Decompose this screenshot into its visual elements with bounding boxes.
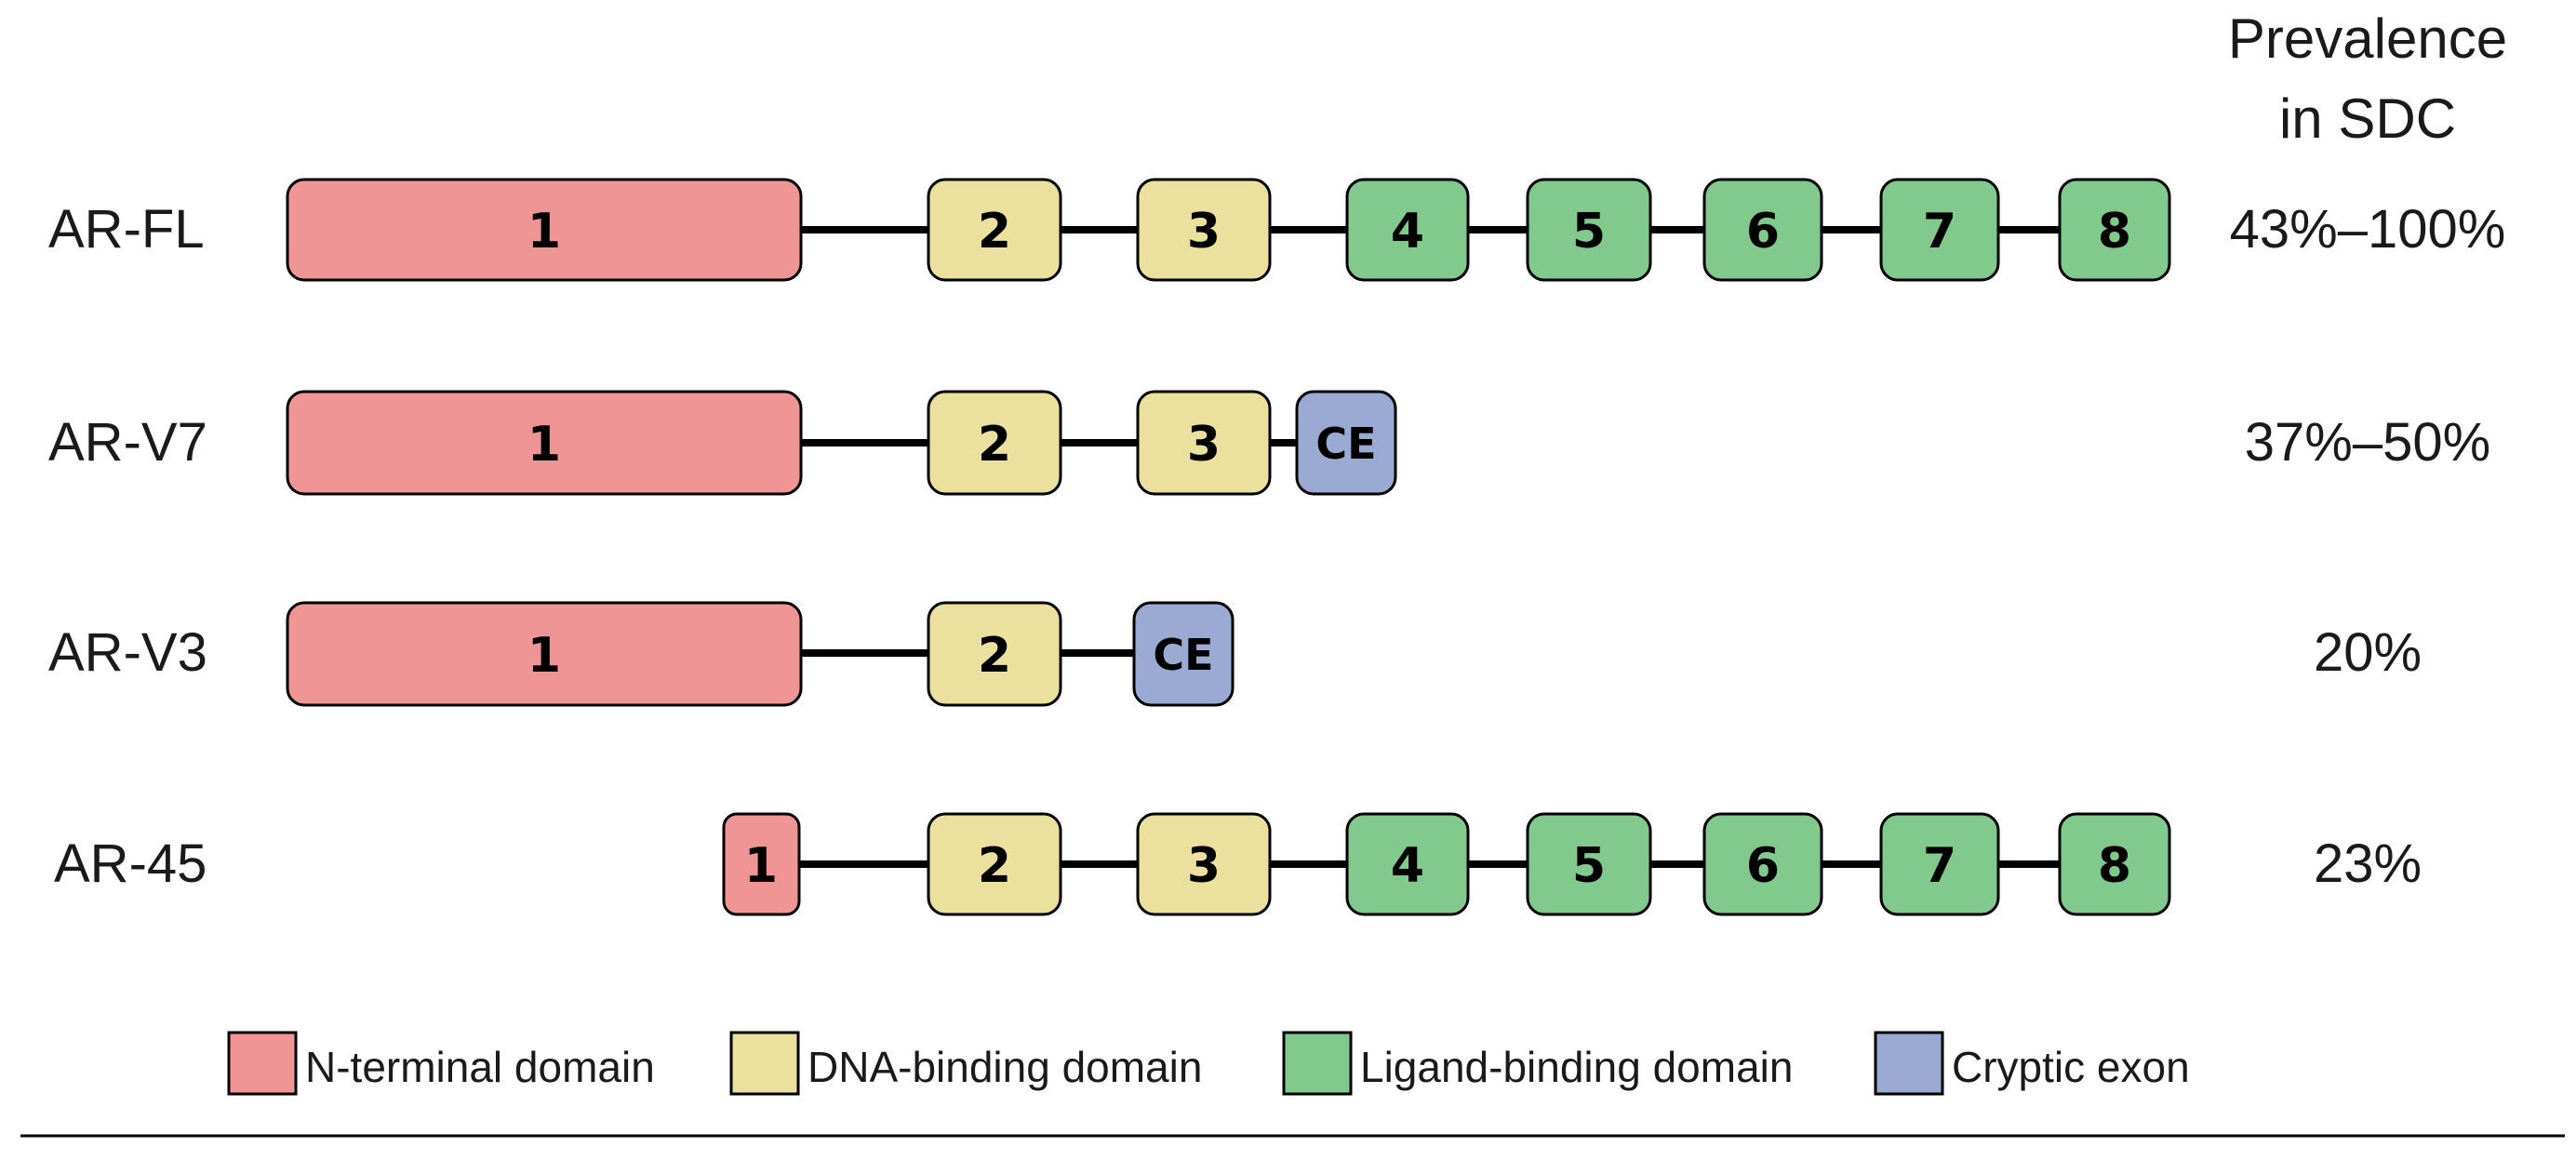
- exon-label: CE: [1315, 419, 1376, 469]
- exon-box: [286, 390, 803, 496]
- legend-label: DNA-binding domain: [808, 1043, 1202, 1091]
- exon-label: 3: [1187, 204, 1221, 260]
- legend-swatch: [729, 1031, 800, 1096]
- exon-box: [927, 601, 1062, 707]
- exon: 2: [927, 601, 1062, 707]
- exon: CE: [1132, 601, 1235, 707]
- legend-swatch: [227, 1031, 298, 1096]
- exon-label: 4: [1391, 838, 1424, 894]
- legend-label: Cryptic exon: [1952, 1043, 2190, 1091]
- exon-box: [927, 812, 1062, 916]
- isoform-name: AR-45: [54, 833, 207, 894]
- exon-label: 6: [1746, 204, 1780, 260]
- prevalence-value: 20%: [2314, 622, 2422, 683]
- exon: 8: [2058, 178, 2171, 282]
- exon-box: [1295, 390, 1397, 496]
- isoform-name: AR-V7: [48, 412, 207, 473]
- legend-item-dbd: DNA-binding domain: [729, 1031, 1202, 1096]
- prevalence-value: 43%–100%: [2230, 199, 2506, 260]
- exon-label: 6: [1746, 838, 1780, 894]
- exon-label: 3: [1187, 417, 1221, 473]
- exon-box: [286, 601, 803, 707]
- exon-label: 2: [978, 628, 1011, 684]
- exon: 5: [1526, 178, 1652, 282]
- exon-box: [1136, 178, 1272, 282]
- exon: 1: [286, 178, 803, 282]
- exon-box: [2058, 812, 2171, 916]
- exon-box: [722, 812, 801, 916]
- exon-box: [1526, 812, 1652, 916]
- exon-label: 4: [1391, 204, 1424, 260]
- exon: CE: [1295, 390, 1397, 496]
- exon-box: [1879, 812, 2000, 916]
- exon: 5: [1526, 812, 1652, 916]
- isoform-name: AR-FL: [48, 199, 205, 260]
- exon-label: 1: [527, 204, 561, 260]
- legend-item-ce: Cryptic exon: [1874, 1031, 2190, 1096]
- prevalence-value: 23%: [2314, 833, 2422, 894]
- exon: 2: [927, 390, 1062, 496]
- isoform-row: AR-V3 1 2 CE 20%: [48, 601, 2422, 707]
- exon-label: 2: [978, 204, 1011, 260]
- exon: 2: [927, 812, 1062, 916]
- legend-item-lbd: Ligand-binding domain: [1282, 1031, 1793, 1096]
- exon: 1: [286, 601, 803, 707]
- isoform-row: AR-45 1 2 3 4 5 6 7: [54, 812, 2422, 916]
- isoform-row: AR-V7 1 2 3 CE 37%–50%: [48, 390, 2490, 496]
- exon-label: 1: [527, 417, 561, 473]
- legend: N-terminal domain DNA-binding domain Lig…: [227, 1031, 2190, 1096]
- isoform-row: AR-FL 1 2 3 4 5 6 7: [48, 178, 2506, 282]
- legend-item-ntd: N-terminal domain: [227, 1031, 655, 1096]
- exon-box: [1702, 178, 1823, 282]
- exon-label: 7: [1923, 838, 1956, 894]
- exon: 6: [1702, 812, 1823, 916]
- legend-label: Ligand-binding domain: [1360, 1043, 1793, 1091]
- exon-label: 1: [527, 628, 561, 684]
- exon-label: 5: [1572, 204, 1606, 260]
- exon-box: [2058, 178, 2171, 282]
- exon: 7: [1879, 812, 2000, 916]
- legend-swatch: [1282, 1031, 1353, 1096]
- exon: 2: [927, 178, 1062, 282]
- exon-box: [927, 390, 1062, 496]
- exon: 3: [1136, 812, 1272, 916]
- exon-label: 3: [1187, 838, 1221, 894]
- exon-label: CE: [1153, 630, 1213, 680]
- exon-label: 5: [1572, 838, 1606, 894]
- exon-label: 8: [2098, 838, 2131, 894]
- exon-label: 8: [2098, 204, 2131, 260]
- exon-label: 2: [978, 838, 1011, 894]
- exon: 8: [2058, 812, 2171, 916]
- exon-box: [1702, 812, 1823, 916]
- exon: 7: [1879, 178, 2000, 282]
- exon: 4: [1345, 812, 1470, 916]
- exon-box: [1526, 178, 1652, 282]
- exon-label: 2: [978, 417, 1011, 473]
- exon-label: 7: [1923, 204, 1956, 260]
- exon-box: [286, 178, 803, 282]
- legend-label: N-terminal domain: [305, 1043, 655, 1091]
- prevalence-header-line1: Prevalence: [2228, 7, 2507, 70]
- prevalence-header-line2: in SDC: [2279, 87, 2456, 150]
- prevalence-value: 37%–50%: [2245, 412, 2490, 473]
- legend-swatch: [1874, 1031, 1944, 1096]
- exon: 3: [1136, 390, 1272, 496]
- exon-box: [927, 178, 1062, 282]
- exon: 4: [1345, 178, 1470, 282]
- exon-label: 1: [744, 838, 778, 894]
- exon: 1: [722, 812, 801, 916]
- exon-box: [1132, 601, 1235, 707]
- exon-box: [1136, 390, 1272, 496]
- exon-box: [1345, 178, 1470, 282]
- exon: 6: [1702, 178, 1823, 282]
- exon-box: [1345, 812, 1470, 916]
- exon-box: [1879, 178, 2000, 282]
- exon: 3: [1136, 178, 1272, 282]
- exon-box: [1136, 812, 1272, 916]
- exon: 1: [286, 390, 803, 496]
- isoform-name: AR-V3: [48, 622, 207, 683]
